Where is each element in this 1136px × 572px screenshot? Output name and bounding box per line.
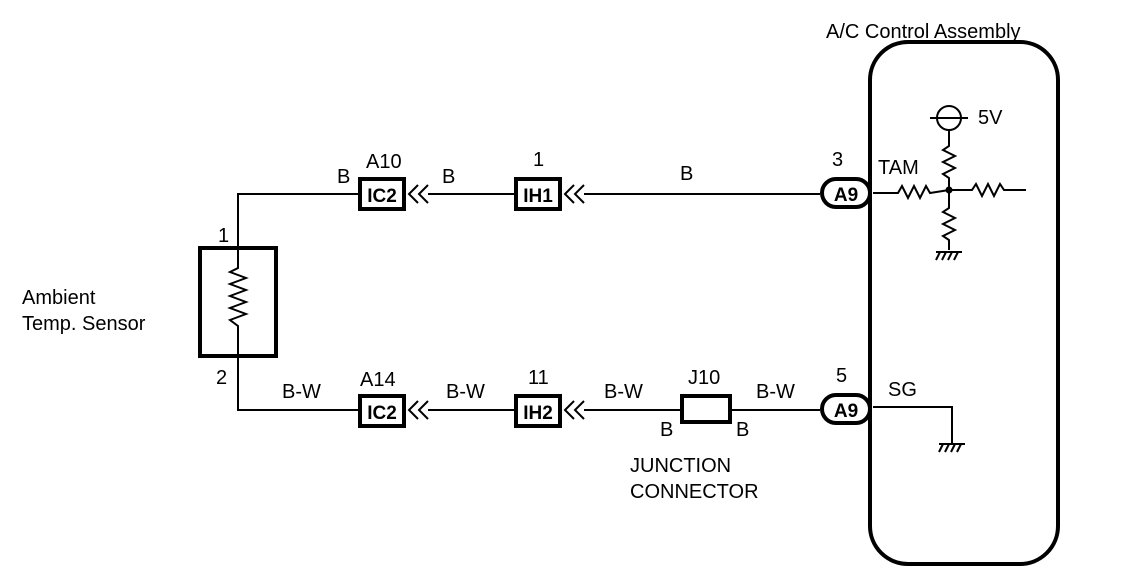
connector-a14-terminal-icon	[407, 400, 429, 420]
connector-ih2-terminal-icon	[563, 400, 585, 420]
top-right-wire-color: B	[680, 163, 693, 185]
output-resistor	[949, 181, 1026, 199]
connector-ih2-pin: 11	[528, 367, 549, 389]
sensor-name-line1: Ambient	[22, 287, 96, 309]
supply-5v-symbol	[930, 105, 968, 131]
pullup-resistor	[940, 130, 958, 190]
connector-a10	[358, 177, 406, 211]
connector-a14-label: IC2	[367, 403, 397, 424]
junction-caption-line1: JUNCTION	[630, 455, 731, 477]
top-mid-wire-color: B	[442, 166, 455, 188]
junction-caption-line2: CONNECTOR	[630, 481, 759, 503]
top-wire-sensor	[237, 193, 358, 248]
connector-ih1-label: IH1	[523, 186, 553, 207]
tam-label: TAM	[878, 157, 919, 179]
connector-ih2-label: IH2	[523, 403, 553, 424]
ac-control-assembly-title: A/C Control Assembly	[826, 21, 1021, 43]
bottom-right-wire-color: B-W	[756, 381, 795, 403]
connector-a10-label: IC2	[367, 186, 397, 207]
junction-side-right: B	[736, 419, 749, 441]
bottom-mid-wire-color: B-W	[446, 381, 485, 403]
sensor-thermistor	[227, 248, 249, 356]
supply-5v-label: 5V	[978, 107, 1003, 129]
ac-control-assembly-box	[868, 40, 1060, 566]
junction-ref: J10	[688, 367, 720, 389]
connector-ih1	[514, 177, 562, 211]
terminal-a9-pin3	[820, 177, 872, 209]
ground-icon-lower	[938, 443, 965, 453]
junction-left-wire-color: B-W	[604, 381, 643, 403]
sg-wire	[873, 406, 953, 444]
input-resistor	[873, 183, 950, 201]
connector-a14-ref: A14	[360, 369, 396, 391]
top-sensor-wire-color: B	[337, 166, 350, 188]
terminal-a9-pin5	[820, 393, 872, 425]
sg-label: SG	[888, 379, 917, 401]
connector-ih2	[514, 394, 562, 428]
connector-a10-ref: A10	[366, 151, 402, 173]
sensor-pin-bottom: 2	[216, 367, 227, 389]
connector-a14	[358, 394, 406, 428]
bottom-sensor-wire-color: B-W	[282, 381, 321, 403]
ground-icon-upper	[935, 251, 962, 261]
terminal-a9-pin5-label: A9	[834, 401, 858, 422]
junction-connector-j10	[680, 394, 732, 424]
sensor-pin-top: 1	[218, 225, 229, 247]
pulldown-resistor	[940, 190, 958, 250]
connector-a10-terminal-icon	[407, 184, 429, 204]
terminal-a9-pin5-number: 5	[836, 365, 847, 387]
connector-ih1-terminal-icon	[563, 184, 585, 204]
bottom-wire-sensor	[237, 356, 358, 411]
terminal-a9-pin3-label: A9	[834, 185, 858, 206]
terminal-a9-pin3-number: 3	[832, 149, 843, 171]
connector-ih1-pin: 1	[533, 149, 544, 171]
sensor-name-line2: Temp. Sensor	[22, 313, 146, 335]
junction-side-left: B	[660, 419, 673, 441]
